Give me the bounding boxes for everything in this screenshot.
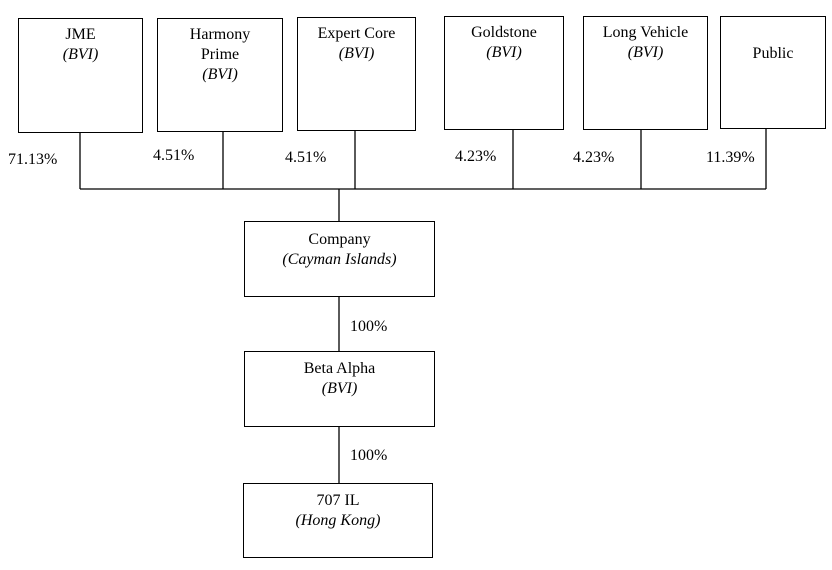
operating-box-707-il: 707 IL (Hong Kong): [243, 483, 433, 558]
subsidiary-jurisdiction: (BVI): [321, 380, 358, 397]
shareholder-jurisdiction: (BVI): [338, 45, 375, 62]
ownership-percent-goldstone: 4.23%: [455, 148, 497, 165]
company-jurisdiction: (Cayman Islands): [282, 251, 397, 268]
shareholder-name: Expert Core: [317, 25, 396, 42]
shareholder-name: Goldstone: [471, 24, 537, 41]
ownership-percent-707-il: 100%: [350, 447, 388, 464]
shareholder-box-expert-core: Expert Core (BVI): [297, 17, 416, 131]
ownership-percent-harmony-prime: 4.51%: [153, 147, 195, 164]
shareholder-name: JME: [65, 26, 96, 43]
shareholder-box-harmony-prime: Harmony Prime (BVI): [157, 18, 283, 132]
shareholder-box-long-vehicle: Long Vehicle (BVI): [583, 16, 708, 130]
shareholder-name: Harmony Prime: [189, 26, 251, 63]
subsidiary-name: Beta Alpha: [303, 360, 376, 377]
ownership-percent-jme: 71.13%: [8, 151, 58, 168]
shareholder-name: Public: [752, 45, 794, 62]
shareholder-box-public: Public: [720, 16, 826, 129]
company-box: Company (Cayman Islands): [244, 221, 435, 297]
shareholder-box-goldstone: Goldstone (BVI): [444, 16, 564, 130]
shareholder-jurisdiction: (BVI): [486, 44, 522, 61]
ownership-percent-expert-core: 4.51%: [285, 149, 327, 166]
ownership-percent-public: 11.39%: [706, 149, 755, 166]
shareholder-box-jme: JME (BVI): [18, 18, 143, 133]
shareholder-name: Long Vehicle: [602, 24, 689, 41]
company-name: Company: [308, 231, 371, 248]
shareholder-jurisdiction: (BVI): [627, 44, 664, 61]
subsidiary-box-beta-alpha: Beta Alpha (BVI): [244, 351, 435, 427]
operating-jurisdiction: (Hong Kong): [295, 512, 381, 529]
ownership-percent-long-vehicle: 4.23%: [573, 149, 615, 166]
shareholder-jurisdiction: (BVI): [202, 66, 238, 83]
shareholder-jurisdiction: (BVI): [62, 46, 99, 63]
operating-name: 707 IL: [316, 492, 360, 509]
ownership-percent-beta-alpha: 100%: [350, 318, 388, 335]
